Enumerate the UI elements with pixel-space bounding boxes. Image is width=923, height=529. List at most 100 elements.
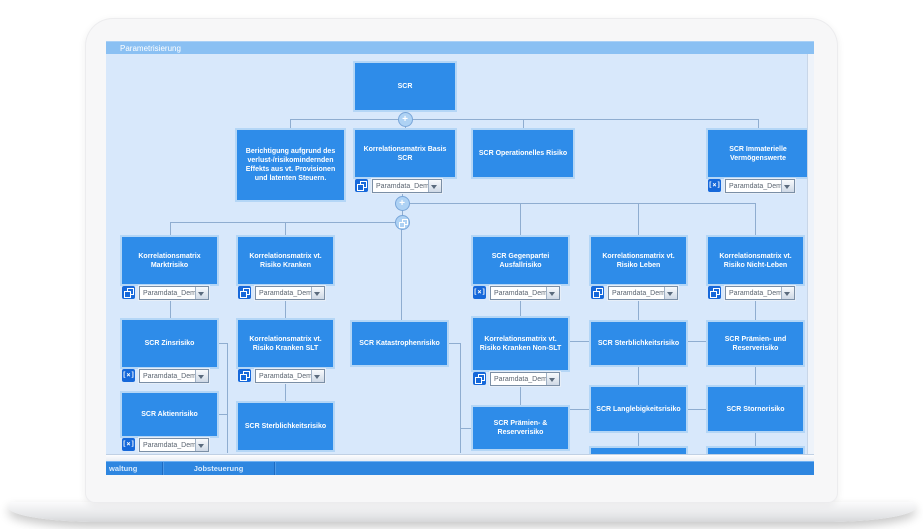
connector-line <box>520 203 521 237</box>
node-scr-gegenpartei-ausfallrisiko[interactable]: SCR Gegenpartei Ausfallrisiko <box>473 237 568 284</box>
node-scr-praemien-reserverisiko-kranken[interactable]: SCR Prämien- & Reserverisiko <box>473 407 568 449</box>
node-korrelationsmatrix-basis-scr[interactable]: Korrelationsmatrix Basis SCR <box>355 130 455 177</box>
paramdata-select[interactable]: Paramdata_Demo <box>255 286 325 300</box>
node-korrelationsmatrix-vt-risiko-kranken[interactable]: Korrelationsmatrix vt. Risiko Kranken <box>238 237 333 284</box>
chevron-down-icon[interactable] <box>428 180 441 192</box>
node-partial-node-leben[interactable] <box>591 448 686 454</box>
plus-junction-icon <box>397 111 413 127</box>
node-korrelationsmatrix-vt-risiko-leben[interactable]: Korrelationsmatrix vt. Risiko Leben <box>591 237 686 284</box>
paramdata-select[interactable]: Paramdata_Demo <box>608 286 678 300</box>
node-label: SCR Operationelles Risiko <box>478 150 568 157</box>
paramdata-select[interactable]: Paramdata_Demo <box>725 286 795 300</box>
chevron-down-icon[interactable] <box>311 370 324 382</box>
connector-line <box>227 343 228 453</box>
node-label: SCR Aktienrisiko <box>141 411 198 418</box>
node-scr-aktienrisiko[interactable]: SCR Aktienrisiko <box>122 393 217 436</box>
node-label: Korrelationsmatrix vt. Risiko Kranken SL… <box>249 335 322 352</box>
paramdata-select[interactable]: Paramdata_Demo <box>139 438 209 452</box>
connector-line <box>758 119 759 131</box>
correlation-matrix-icon[interactable] <box>238 286 251 299</box>
node-label: SCR <box>397 83 413 90</box>
node-label: SCR Stornorisiko <box>726 405 785 413</box>
node-korrelationsmatrix-vt-risiko-nicht-leben[interactable]: Korrelationsmatrix vt. Risiko Nicht-Lebe… <box>708 237 803 284</box>
node-scr-stornorisiko[interactable]: SCR Stornorisiko <box>708 387 803 431</box>
connector-line <box>686 341 708 342</box>
vector-value-icon[interactable] <box>708 179 721 192</box>
connector-line <box>523 119 524 131</box>
node-scr-operationelles-risiko[interactable]: SCR Operationelles Risiko <box>473 130 573 177</box>
vector-value-icon[interactable] <box>473 286 486 299</box>
laptop-base <box>8 502 916 522</box>
node-scr-katastrophenrisiko[interactable]: SCR Katastrophenrisiko <box>352 322 447 365</box>
correlation-matrix-icon[interactable] <box>708 286 721 299</box>
paramdata-select[interactable]: Paramdata_Demo <box>372 179 442 193</box>
chevron-down-icon[interactable] <box>195 287 208 299</box>
node-label: SCR Immaterielle Vermögenswerte <box>729 145 787 162</box>
connector-line <box>217 343 227 344</box>
node-berichtigung-vt-provisionen[interactable]: Berichtigung aufgrund des verlust-/risik… <box>237 130 344 200</box>
diagram-canvas: SCR Berichtigung aufgrund des verlust-/ri… <box>106 41 814 455</box>
node-scr-langlebigkeitsrisiko[interactable]: SCR Langlebigkeitsrisiko <box>591 387 686 431</box>
node-korrelationsmatrix-vt-risiko-kranken-slt[interactable]: Korrelationsmatrix vt. Risiko Kranken SL… <box>238 320 333 367</box>
tab-jobsteuerung[interactable]: Jobsteuerung <box>163 462 275 475</box>
paramdata-select[interactable]: Paramdata_Demo <box>139 286 209 300</box>
node-label: Korrelationsmatrix Marktrisiko <box>138 252 201 269</box>
connector-line <box>170 222 402 223</box>
paramdata-select-value: Paramdata_Demo <box>259 373 311 380</box>
node-controls: Paramdata_Demo <box>122 438 210 452</box>
connector-line <box>285 299 286 320</box>
tab-verwaltung[interactable]: waltung <box>106 462 163 475</box>
connector-line <box>568 409 591 410</box>
correlation-matrix-icon[interactable] <box>591 286 604 299</box>
plus-junction-icon <box>394 195 410 211</box>
chevron-down-icon[interactable] <box>195 439 208 451</box>
chevron-down-icon[interactable] <box>781 287 794 299</box>
paramdata-select[interactable]: Paramdata_Demo <box>490 372 560 386</box>
node-korrelationsmatrix-vt-risiko-kranken-non-slt[interactable]: Korrelationsmatrix vt. Risiko Kranken No… <box>473 318 568 370</box>
correlation-matrix-icon[interactable] <box>122 286 135 299</box>
node-scr-sterblichkeitsrisiko-leben[interactable]: SCR Sterblichkeitsrisiko <box>591 322 686 365</box>
correlation-matrix-icon[interactable] <box>238 369 251 382</box>
node-partial-node-nicht-leben[interactable] <box>708 448 803 454</box>
paramdata-select-value: Paramdata_Demo <box>143 373 195 380</box>
node-controls: Paramdata_Demo <box>238 286 326 300</box>
correlation-matrix-icon[interactable] <box>473 372 486 385</box>
connector-line <box>638 431 639 449</box>
chevron-down-icon[interactable] <box>781 180 794 192</box>
paramdata-select[interactable]: Paramdata_Demo <box>490 286 560 300</box>
panel-title-bar[interactable]: Parametrisierung <box>106 41 814 54</box>
node-korrelationsmatrix-marktrisiko[interactable]: Korrelationsmatrix Marktrisiko <box>122 237 217 284</box>
connector-line <box>638 365 639 387</box>
connector-line <box>755 299 756 322</box>
connector-line <box>290 119 758 120</box>
paramdata-select[interactable]: Paramdata_Demo <box>255 369 325 383</box>
chevron-down-icon[interactable] <box>546 373 559 385</box>
paramdata-select[interactable]: Paramdata_Demo <box>725 179 795 193</box>
vector-value-icon[interactable] <box>122 369 135 382</box>
correlation-matrix-icon[interactable] <box>355 179 368 192</box>
vertical-scrollbar[interactable] <box>807 54 814 454</box>
connector-line <box>217 414 227 415</box>
node-scr-zinsrisiko[interactable]: SCR Zinsrisiko <box>122 320 217 367</box>
paramdata-select[interactable]: Paramdata_Demo <box>139 369 209 383</box>
chevron-down-icon[interactable] <box>311 287 324 299</box>
vector-value-icon[interactable] <box>122 438 135 451</box>
chevron-down-icon[interactable] <box>664 287 677 299</box>
connector-line <box>290 119 291 131</box>
horizontal-scrollbar[interactable] <box>106 454 814 461</box>
chevron-down-icon[interactable] <box>546 287 559 299</box>
node-scr-sterblichkeitsrisiko-kranken[interactable]: SCR Sterblichkeitsrisiko <box>238 403 333 450</box>
node-scr-praemien-und-reserverisiko[interactable]: SCR Prämien- und Reserverisiko <box>708 322 803 365</box>
connector-line <box>401 229 402 322</box>
node-scr[interactable]: SCR <box>355 63 455 110</box>
connector-line <box>520 386 521 407</box>
node-scr-immaterielle-vermoegenswerte[interactable]: SCR Immaterielle Vermögenswerte <box>708 130 808 177</box>
node-controls: Paramdata_Demo <box>238 369 326 383</box>
connector-line <box>755 431 756 449</box>
chevron-down-icon[interactable] <box>195 370 208 382</box>
node-label: SCR Prämien- & Reserverisiko <box>493 420 548 436</box>
connector-line <box>755 203 756 237</box>
connector-line <box>520 299 521 318</box>
tab-label: waltung <box>109 464 138 473</box>
connector-line <box>460 428 473 429</box>
